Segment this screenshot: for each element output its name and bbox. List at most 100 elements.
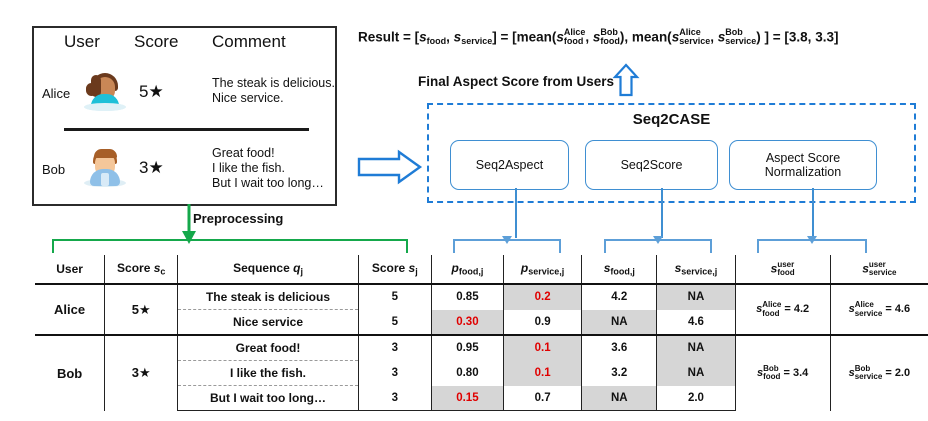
blue-bracket-1-arrow [502,236,512,244]
cell-s-food: 3.2 [581,360,658,386]
review-name-bob: Bob [42,162,66,177]
review-comment-alice: The steak is delicious. Nice service. [212,76,335,105]
cell-s-service: NA [656,334,736,361]
cell-score-c-alice: 5★ [104,284,179,335]
formula-m3: s [671,29,680,45]
table-row: But I wait too long… 3 0.15 0.7 NA 2.0 [35,385,928,411]
th-sequence: Sequence qj [177,255,359,285]
cell-s-service: NA [656,360,736,386]
table-header-row: User Score sc Sequence qj Score sj pfood… [35,255,928,285]
cell-p-food: 0.85 [430,284,504,310]
table-row: I like the fish. 3 0.80 0.1 3.2 NA [35,360,928,386]
cell-p-service: 0.2 [502,284,583,310]
review-card-divider [64,128,309,131]
module-seq2aspect-label: Seq2Aspect [475,158,544,172]
cell-user-bob: Bob [35,334,106,411]
cell-p-food: 0.95 [430,334,504,361]
cell-s-service: 2.0 [656,385,736,411]
module-stem-3 [812,188,814,238]
cell-user-alice: Alice [35,284,106,335]
cell-p-service: 0.7 [502,385,583,411]
cell-p-food: 0.80 [430,360,504,386]
cell-sequence: I like the fish. [177,360,359,386]
table-row: Alice 5★ The steak is delicious 5 0.85 0… [35,284,928,335]
review-name-alice: Alice [42,86,71,101]
module-seq2score-label: Seq2Score [620,158,683,172]
review-row-bob: Bob 3★ Great food! I like the fish. But … [34,134,335,200]
th-s-service-j: sservice,j [656,255,736,285]
th-s-food-j: sfood,j [581,255,658,285]
formula-m1: s [556,29,564,45]
module-aspect-score-normalization[interactable]: Aspect Score Normalization [729,140,877,190]
cell-score-j: 5 [357,284,432,310]
preprocessing-label: Preprocessing [193,211,284,226]
cell-sequence: Great food! [177,334,359,361]
cell-score-j: 3 [357,360,432,386]
blue-bracket-2-arrow [653,236,663,244]
module-aspect-score-normalization-label: Aspect Score Normalization [764,151,842,179]
female-avatar-icon [82,66,128,112]
seq2case-panel: Seq2CASE Seq2Aspect Seq2Score Aspect Sco… [427,103,916,203]
cell-score-j: 3 [357,385,432,411]
result-formula: Result = [sfood, sservice] = [mean(sAlic… [358,27,839,47]
cell-sequence: The steak is delicious [177,284,359,310]
final-aspect-score-label: Final Aspect Score from Users [418,74,615,89]
formula-s1-sub: food [426,36,447,46]
module-seq2score[interactable]: Seq2Score [585,140,718,190]
review-comment-bob: Great food! I like the fish. But I wait … [212,146,324,190]
cell-sequence: But I wait too long… [177,385,359,411]
module-stem-1 [515,188,517,238]
review-row-alice: Alice 5★ The steak is delicious. Nice se… [34,60,335,122]
cell-score-c-bob: 3★ [104,334,179,411]
table-row: Nice service 5 0.30 0.9 NA 4.6 [35,309,928,335]
right-arrow-icon [357,149,423,185]
review-header-score: Score [134,32,179,51]
cell-s-food: 3.6 [581,334,658,361]
cell-s-service: 4.6 [656,309,736,335]
cell-p-food: 0.15 [430,385,504,411]
cell-s-food: 4.2 [581,284,658,310]
module-stem-2 [661,188,663,238]
review-header-user: User [64,32,100,51]
cell-s-food: NA [581,385,658,411]
up-arrow-icon [612,63,640,97]
cell-p-service: 0.1 [502,334,583,361]
th-p-service: pservice,j [502,255,583,285]
green-bracket [52,239,408,253]
cell-score-j: 5 [357,309,432,335]
formula-sep1: , [446,29,454,45]
review-header-comment: Comment [212,32,286,51]
result-formula-lead: Result = [ [358,29,420,45]
male-avatar-icon [82,142,128,188]
formula-s1: s [419,29,427,45]
formula-m1sep: , [585,29,593,45]
formula-m3sep: , [710,29,718,45]
module-seq2aspect[interactable]: Seq2Aspect [450,140,569,190]
th-p-food: pfood,j [430,255,504,285]
th-score-j: Score sj [357,255,432,285]
formula-s2: s [453,29,462,45]
formula-s2-sub: service [461,36,493,46]
cell-p-service: 0.1 [502,360,583,386]
th-user: User [35,255,106,285]
cell-sequence: Nice service [177,309,359,335]
formula-m2: s [592,29,601,45]
review-card-header: User Score Comment [34,32,335,58]
down-arrow-green-icon [182,204,196,244]
review-score-alice: 5★ [139,82,164,101]
cell-p-food: 0.30 [430,309,504,335]
formula-mid: ] = [mean( [492,29,557,45]
formula-tail: ) ] = [3.8, 3.3] [756,29,839,45]
blue-bracket-3-arrow [807,236,817,244]
formula-m4: s [717,29,726,45]
th-score-c: Score sc [104,255,179,285]
